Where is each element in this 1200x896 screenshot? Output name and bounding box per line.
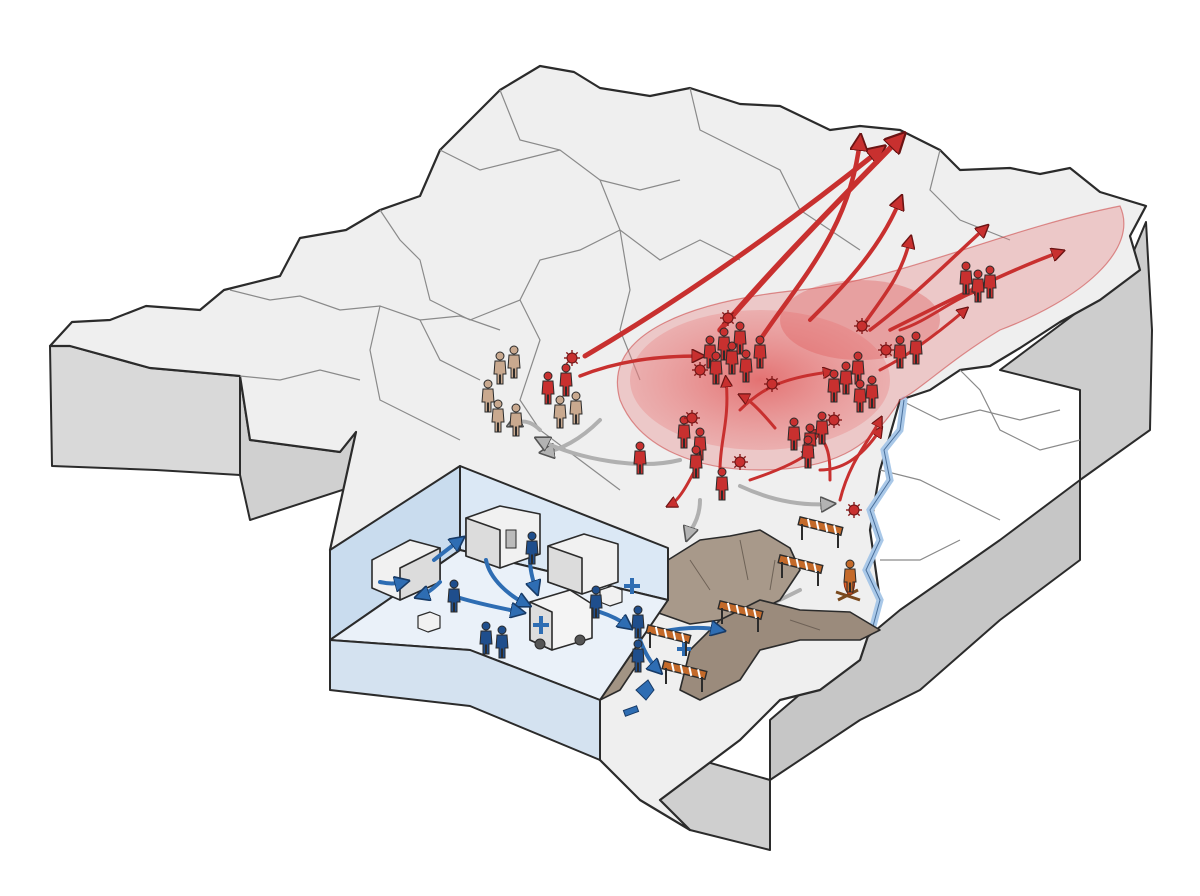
response-arrow xyxy=(432,540,460,562)
spread-arrow xyxy=(757,140,860,343)
person-icon xyxy=(959,261,973,295)
person-icon xyxy=(715,467,729,501)
response-arrow xyxy=(598,610,628,626)
spread-arrow xyxy=(838,420,880,502)
response-arrow xyxy=(484,558,526,604)
virus-icon xyxy=(564,350,580,366)
scattered-supplies xyxy=(622,679,655,717)
person-icon xyxy=(495,625,509,659)
person-icon xyxy=(541,371,555,405)
person-icon xyxy=(491,399,505,433)
person-icon xyxy=(689,445,703,479)
people-figures xyxy=(447,261,997,673)
person-icon xyxy=(853,379,867,413)
person-icon xyxy=(447,579,461,613)
person-icon xyxy=(839,361,853,395)
person-icon xyxy=(851,351,865,385)
virus-icon xyxy=(854,318,870,334)
barrier-icon xyxy=(797,516,844,548)
spread-arrow xyxy=(718,380,727,472)
barrier-icon xyxy=(661,660,708,692)
virus-icon xyxy=(732,454,748,470)
person-icon xyxy=(815,411,829,445)
virus-icon xyxy=(692,362,708,378)
person-icon xyxy=(865,375,879,409)
spread-arrow xyxy=(808,200,900,322)
spread-arrow xyxy=(868,228,985,332)
barrier-icon xyxy=(717,600,764,632)
person-icon xyxy=(725,341,739,375)
person-icon xyxy=(631,639,645,673)
medical-cross-icon xyxy=(624,578,691,656)
response-base xyxy=(329,465,720,761)
tent-center xyxy=(465,505,541,569)
movement-arrow xyxy=(688,498,702,536)
person-icon xyxy=(753,335,767,369)
spread-arrow xyxy=(818,430,880,472)
spread-arrow xyxy=(742,396,777,430)
person-icon xyxy=(971,269,985,303)
spread-arrow xyxy=(898,290,980,332)
spread-arrow xyxy=(717,138,900,333)
virus-icon xyxy=(826,412,842,428)
spread-arrow xyxy=(578,356,700,378)
person-icon xyxy=(893,335,907,369)
person-icon xyxy=(631,605,645,639)
response-arrows xyxy=(378,540,720,670)
virus-icon xyxy=(878,342,894,358)
person-icon xyxy=(843,559,857,593)
response-arrow xyxy=(420,580,442,596)
person-icon xyxy=(677,415,691,449)
person-icon xyxy=(481,379,495,413)
person-icon xyxy=(525,531,539,565)
response-arrow xyxy=(378,582,404,584)
person-icon xyxy=(983,265,997,299)
person-icon xyxy=(559,363,573,397)
person-icon xyxy=(569,391,583,425)
virus-icon xyxy=(846,502,862,518)
virus-icons xyxy=(564,310,894,518)
person-icon xyxy=(493,351,507,385)
person-icon xyxy=(509,403,523,437)
person-icon xyxy=(733,321,747,355)
person-icon xyxy=(589,585,603,619)
person-icon xyxy=(479,621,493,655)
ambulance-icon xyxy=(529,589,593,651)
virus-icon xyxy=(720,310,736,326)
person-icon xyxy=(827,369,841,403)
virus-icon xyxy=(684,410,700,426)
border-checkpoints xyxy=(645,516,844,692)
virus-icon xyxy=(764,376,780,392)
person-icon xyxy=(633,441,647,475)
person-icon xyxy=(787,417,801,451)
spread-arrow xyxy=(582,150,880,359)
movement-arrow xyxy=(540,440,682,466)
movement-arrow xyxy=(738,484,830,504)
barrier-icon xyxy=(645,624,692,656)
person-icon xyxy=(709,351,723,385)
person-icon xyxy=(909,331,923,365)
barrier-icon xyxy=(777,554,824,586)
person-icon xyxy=(553,395,567,429)
person-icon xyxy=(801,435,815,469)
person-icon xyxy=(507,345,521,379)
tent-right xyxy=(547,533,619,595)
response-arrow xyxy=(458,596,520,612)
person-icon xyxy=(739,349,753,383)
